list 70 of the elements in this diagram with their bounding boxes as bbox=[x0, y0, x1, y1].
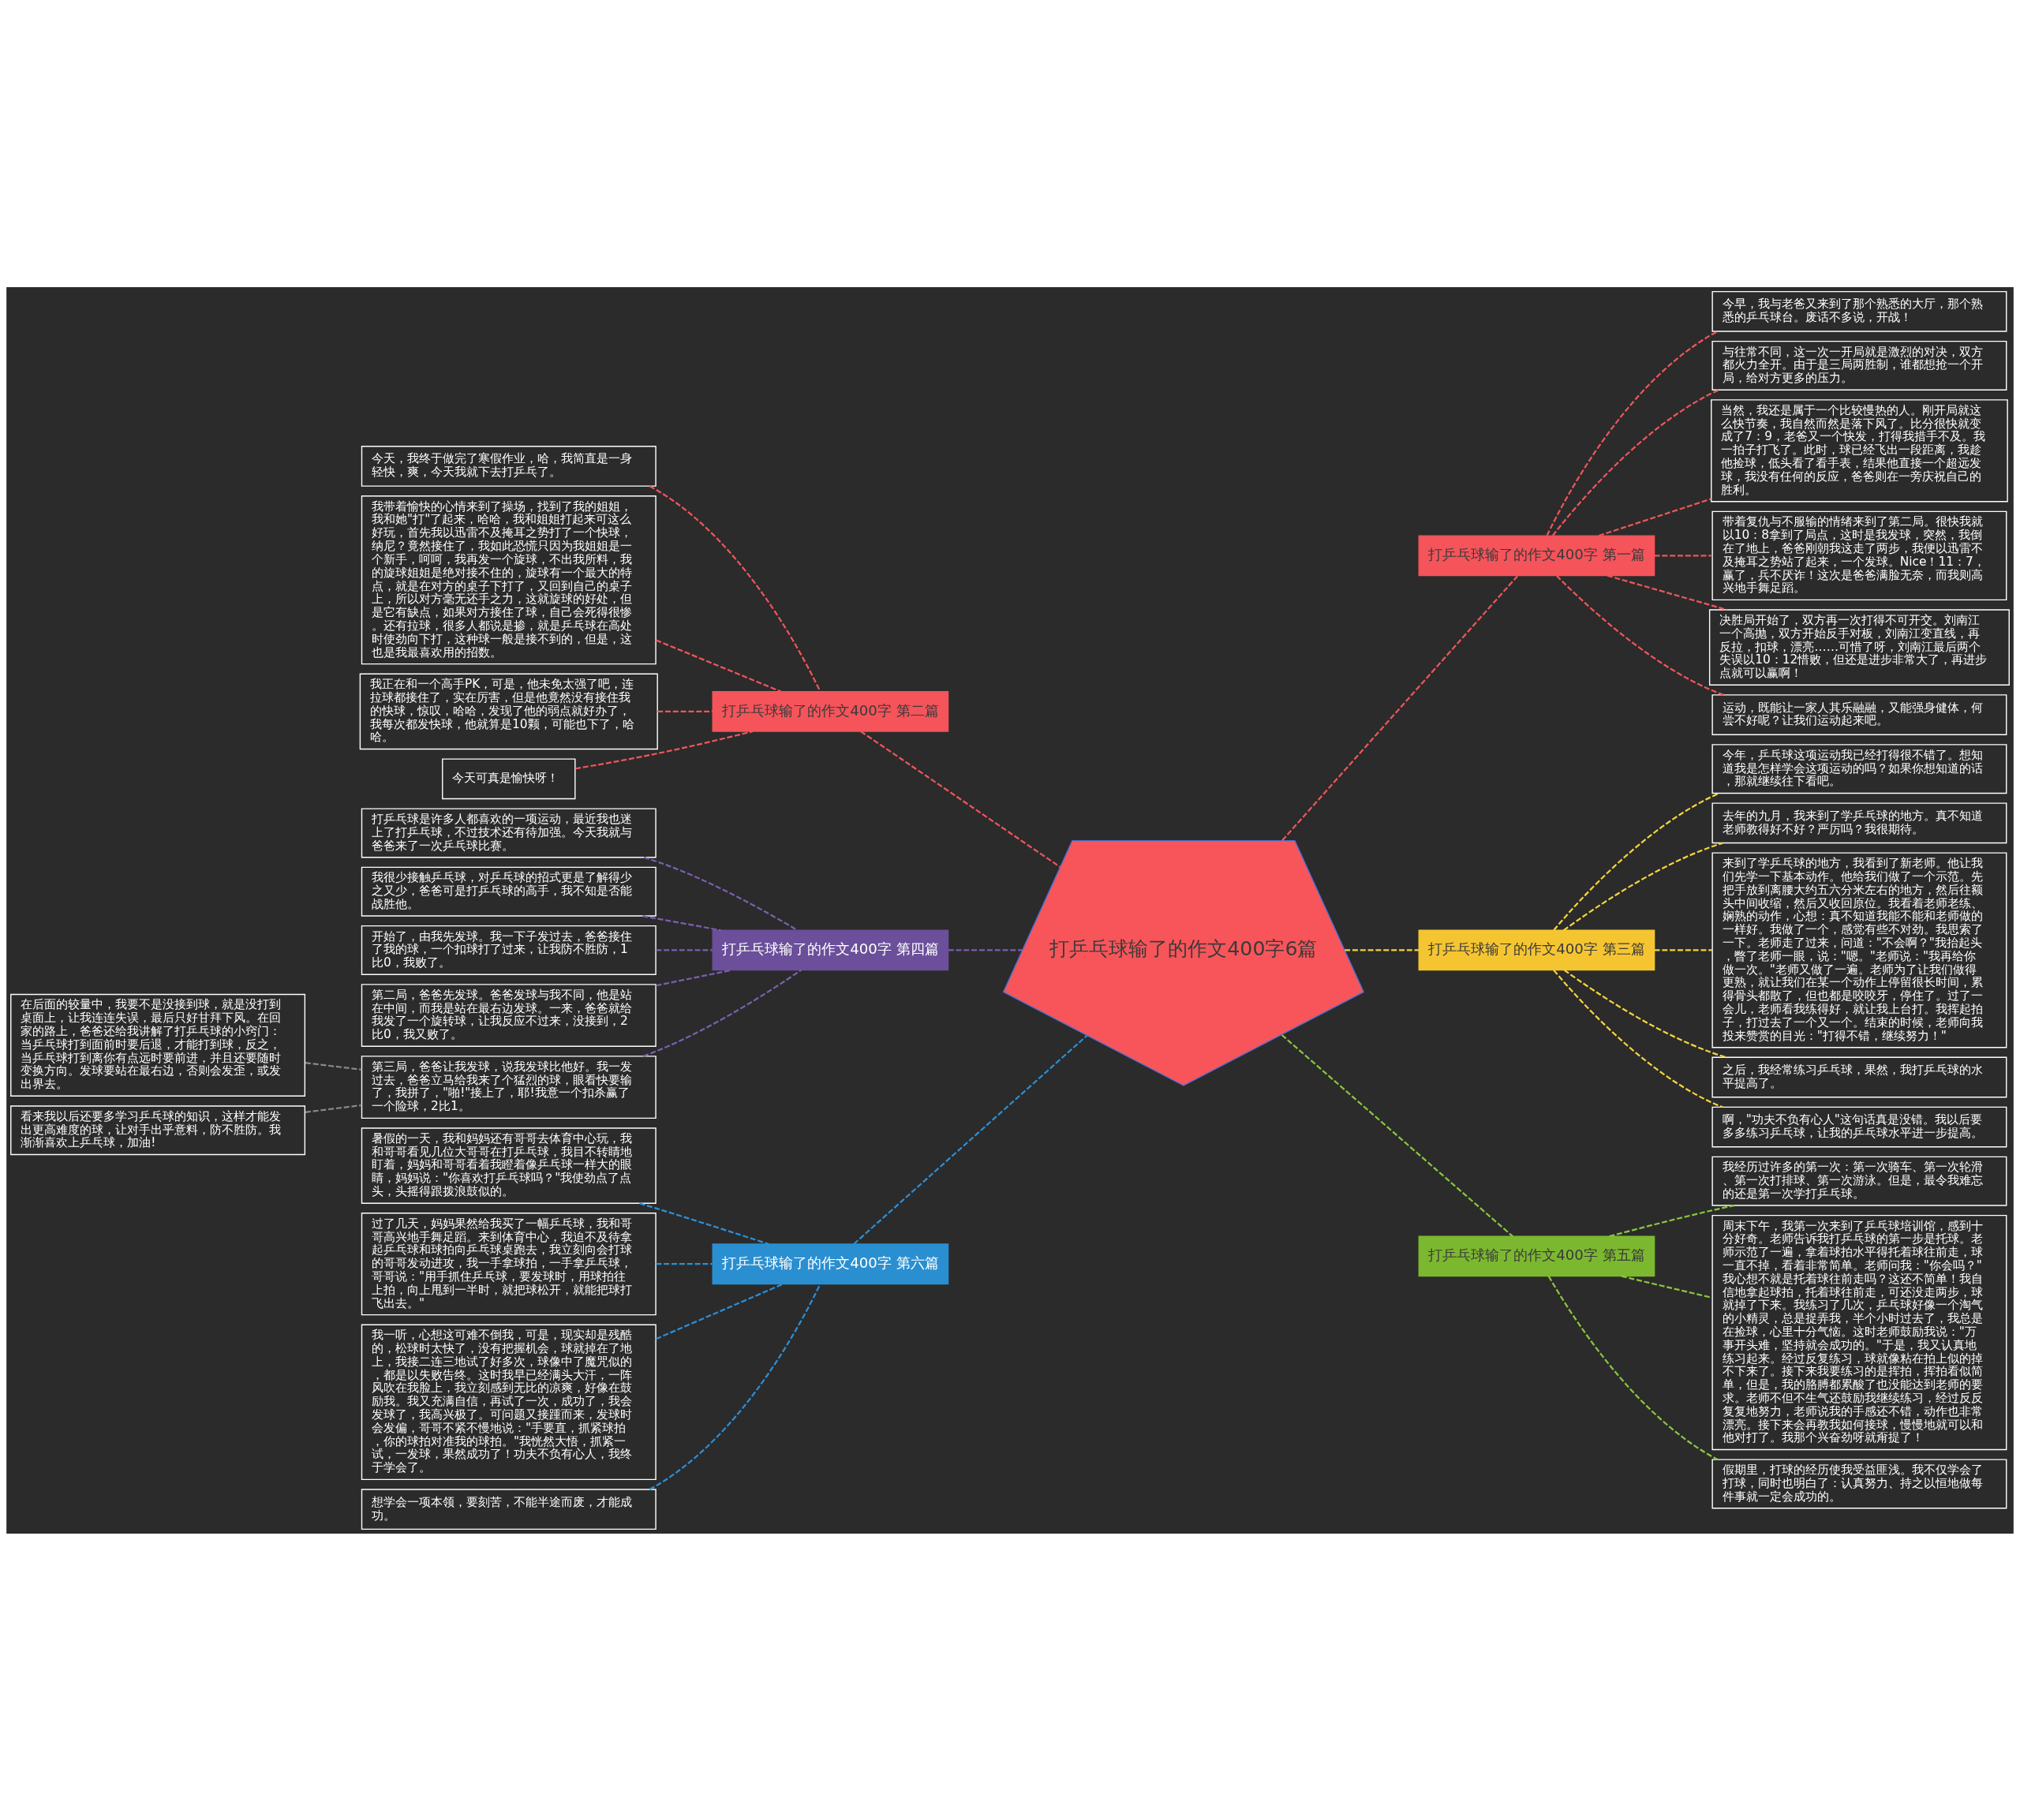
node-box: 打乒乓球输了的作文400字 第四篇 bbox=[712, 929, 949, 970]
node-box: 今天可真是愉快呀！ bbox=[442, 757, 576, 799]
node-box: 看来我以后还要多学习乒乓球的知识，这样才能发出更高难度的球，让对手出乎意料，防不胜防。我渐渐喜欢上乒乓球，加油! bbox=[10, 1104, 306, 1155]
connector bbox=[656, 1262, 713, 1265]
connector bbox=[657, 710, 713, 712]
connector bbox=[1556, 574, 1724, 696]
node-box: 打乒乓球输了的作文400字 第二篇 bbox=[712, 690, 949, 732]
connector bbox=[948, 948, 1023, 951]
connector bbox=[649, 1283, 821, 1490]
connector bbox=[656, 948, 713, 951]
node-box: 带着复仇与不服输的情绪来到了第二局。很快我就以10：8拿到了局点，这时是我发球，突然，我倒在了地上，爸爸刚朝我这走了两步，我便以迅雷不及掩耳之势站了起来，一个发球。Nice！11：7，赢了，兵不厌诈！这次是爸爸满脸无奈，而我则高兴地手舞足蹈。 bbox=[1711, 510, 2007, 600]
node-box: 决胜局开始了，双方再一次打得不可开交。刘南江一个高抛，双方开始反手对板，刘南江变直线，再反拉，扣球，漂亮……可惜了呀，刘南江最后两个失误以10：12惜败，但还是进步非常大了，再进步点就可以赢啊！ bbox=[1708, 608, 2010, 686]
node-box: 我带着愉快的心情来到了操场，找到了我的姐姐，我和她"打"了起来，哈哈，我和姐姐打起来可这么好玩，首先我以迅雷不及掩耳之势打了一个快球，纳尼？竟然接住了，我如此恐慌只因为我姐姐是一个新手，呵呵，我再发一个旋球，不出我所料，我的旋球姐姐是绝对接不住的，旋球有一个最大的特点，就是在对方的桌子下打了，又回到自己的桌子上，所以对方毫无还手之力，这就旋球的好处，但是它有缺点，如果对方接住了球，自己会死得很惨。还有拉球，很多人都说是掺，就是乒乓球在高处时使劲向下打，这种球一般是接不到的，但是，这也是我最喜欢用的招数。 bbox=[361, 495, 656, 664]
node-box: 打乒乓球输了的作文400字 第一篇 bbox=[1418, 534, 1655, 576]
connector bbox=[1345, 948, 1419, 951]
node-box: 我经历过许多的第一次：第一次骑车、第一次轮滑、第一次打排球、第一次游泳。但是，最令我难忘的还是第一次学打乒乓球。 bbox=[1711, 1156, 2007, 1206]
connector bbox=[1551, 388, 1719, 536]
node-box: 今天，我终于做完了寒假作业，哈，我简直是一身轻快，爽，今天我就下去打乒乓了。 bbox=[361, 445, 656, 487]
connector bbox=[1553, 969, 1723, 1108]
connector bbox=[1654, 948, 1712, 951]
node-box: 啊，"功夫不负有心人"这句话真是没错。我以后要多多练习乒乓球，让我的乒乓球水平进一步提高。 bbox=[1711, 1106, 2007, 1147]
connector bbox=[642, 914, 721, 931]
connector bbox=[1654, 554, 1712, 556]
connector bbox=[1609, 1204, 1734, 1237]
connector bbox=[656, 969, 732, 986]
connector bbox=[1553, 792, 1719, 931]
connector bbox=[1598, 497, 1711, 536]
node-box: 开始了，由我先发球。我一下子发过去，爸爸接住了我的球，一个扣球打了过来，让我防不胜防，1比0，我败了。 bbox=[361, 925, 656, 975]
connector bbox=[1546, 330, 1719, 536]
node-box: 去年的九月，我来到了学乒乓球的地方。真不知道老师教得好不好？严厉吗？我很期待。 bbox=[1711, 802, 2007, 843]
node-box: 运动，既能让一家人其乐融融，又能强身健体，何尝不好呢？让我们运动起来吧。 bbox=[1711, 693, 2007, 735]
node-box: 打乒乓球输了的作文400字 第三篇 bbox=[1418, 929, 1655, 970]
connector bbox=[1607, 574, 1727, 611]
connector bbox=[1281, 1033, 1513, 1237]
connector bbox=[1547, 1275, 1719, 1460]
connector bbox=[639, 1201, 769, 1245]
connector bbox=[305, 1104, 362, 1113]
connector bbox=[643, 856, 798, 931]
connector bbox=[642, 969, 802, 1057]
node-box: 当然，我还是属于一个比较慢热的人。刚开局就这么快节奏，我自然而然是落下风了。比分很快就变成了7：9，老爸又一个快发，打得我措手不及。我一拍子打飞了。此时，球已经飞出一段距离，我趁他捡球，低头看了看手表，结果他直接一个超远发球，我没有任何的反应，爸爸则在一旁庆祝自己的胜利。 bbox=[1711, 398, 2008, 502]
node-box: 想学会一项本领，要刻苦，不能半途而废，才能成功。 bbox=[361, 1488, 656, 1530]
node-box: 暑假的一天，我和妈妈还有哥哥去体育中心玩，我和哥哥看见几位大哥哥在打乒乓球，我目不转睛地盯着，妈妈和哥哥看着我瞪着像乒乓球一样大的眼睛，妈妈说："你喜欢打乒乓球吗？"我使劲点了点头，头摇得跟拨浪鼓似的。 bbox=[361, 1127, 656, 1204]
connector bbox=[1563, 842, 1723, 931]
node-box: 打乒乓球是许多人都喜欢的一项运动，最近我也迷上了打乒乓球，不过技术还有待加强。今天我就与爸爸来了一次乒乓球比赛。 bbox=[361, 807, 656, 858]
node-box: 我一听，心想这可难不倒我，可是，现实却是残酷的，松球时太快了，没有把握机会，球就掉在了地上，我接二连三地试了好多次，球像中了魔咒似的，都是以失败告终。这时我早已经满头大汗，一阵风吹在我脸上，我立刻感到无比的凉爽，好像在鼓励我。我又充满自信，再试了一次，成功了，我会发球了，我高兴极了。可问题又接踵而来，发球时会发偏，哥哥不紧不慢地说："手要直，抓紧球拍，你的球拍对准我的球拍。"我恍然大悟，抓紧一试，一发球，果然成功了！功夫不负有心人，我终于学会了。 bbox=[361, 1324, 656, 1480]
node-box: 今早，我与老爸又来到了那个熟悉的大厅，那个熟悉的乒乓球台。废话不多说，开战！ bbox=[1711, 290, 2007, 332]
connector bbox=[305, 1061, 362, 1071]
node-box: 第二局，爸爸先发球。爸爸发球与我不同，他是站在中间，而我是站在最右边发球。一来，爸爸就给我发了一个旋转球，让我反应不过来，没接到，2比0，我又败了。 bbox=[361, 983, 656, 1047]
node-box: 我正在和一个高手PK，可是，他未免太强了吧，连拉球都接住了，实在厉害，但是他竟然没有接住我的快球，惊叹，哈哈，发现了他的弱点就好办了，我每次都发快球，他就算是10颗，可能也下了，哈哈。 bbox=[359, 673, 658, 749]
node-box: 在后面的较量中，我要不是没接到球，就是没打到桌面上，让我连连失误，最后只好甘拜下风。在回家的路上，爸爸还给我讲解了打乒乓球的小窍门：当乒乓球打到面前时要后退，才能打到球，反之，当乒乓球打到离你有点远时要前进，并且还要随时变换方向。发球要站在最右边，否则会发歪，或发出界去。 bbox=[10, 993, 306, 1097]
connector bbox=[860, 730, 1061, 868]
node-box: 周末下午，我第一次来到了乒乓球培训馆，感到十分好奇。老师告诉我打乒乓球的第一步是托球。老师示范了一遍，拿着球拍水平得托着球往前走，球一直不掉，看着非常简单。老师问我："你会吗？"我心想不就是托着球往前走吗？这还不简单！我自信地拿起球拍，托着球往前走，可还没走两步，球就掉了下来。我练习了几次，乒乓球好像一个淘气的小精灵，总是捉弄我，半个小时过去了，我总是在捡球，心里十分气恼。这时老师鼓励我说："万事开头难，坚持就会成功的。"于是，我又认真地练习起来。经过反复练习，球就像粘在拍上似的掉不下来了。接下来我要练习的是挥拍，挥拍看似简单，但是，我的胳膊都累酸了也没能达到老师的要求。老师不但不生气还鼓励我继续练习，经过反反复复地努力，老师说我的手感还不错，动作也非常漂亮。接下来会再教我如何接球，慢慢地就可以和他对打了。我那个兴奋劲呀就甭提了！ bbox=[1711, 1214, 2007, 1450]
connector bbox=[575, 730, 753, 769]
node-box: 我很少接触乒乓球，对乒乓球的招式更是了解得少之又少，爸爸可是打乒乓球的高手，我不知是否能战胜他。 bbox=[361, 866, 656, 917]
node-box: 过了几天，妈妈果然给我买了一幅乒乓球，我和哥哥高兴地手舞足蹈。来到体育中心，我迫不及待拿起乒乓球和球拍向乒乓球桌跑去，我立刻向会打球的哥哥发动进攻，我一手拿球拍，一手拿乒乓球，哥哥说："用手抓住乒乓球，要发球时，用球拍往上拍，向上甩到一半时，就把球松开，就能把球打飞出去。" bbox=[361, 1212, 656, 1315]
connector bbox=[1281, 574, 1519, 841]
connector bbox=[656, 638, 782, 693]
node-box: 打乒乓球输了的作文400字 第六篇 bbox=[712, 1243, 949, 1284]
connector bbox=[853, 1034, 1088, 1245]
node-box: 来到了学乒乓球的地方，我看到了新老师。他让我们先学一下基本动作。他给我们做了一个示范。先把手放到离腰大约五六分米左右的地方，然后往额头中间收缩，然后又收回原位。我看着老师老练、娴熟的动作，心想：真不知道我能不能和老师做的一样好。我做了一个，感觉有些不对劲。我思索了一下。老师走了过来，问道："不会啊？"我抬起头，瞥了老师一眼，说："嗯。"老师说："我再给你做一次。"老师又做了一遍。老师为了让我们做得更熟，就让我们在某一个动作上停留很长时间，累得骨头都散了，但也都是咬咬牙，停住了。过了一会儿，老师看我练得好，就让我上台打。我挥起拍子，打过去了一个又一个。结束的时候，老师向我投来赞赏的目光："打得不错，继续努力！" bbox=[1711, 851, 2007, 1048]
connector bbox=[1564, 969, 1727, 1058]
node-box: 与往常不同，这一次一开局就是激烈的对决，双方都火力全开。由于是三局两胜制，谁都想抢一个开局，给对方更多的压力。 bbox=[1711, 340, 2007, 391]
connector bbox=[1621, 1275, 1713, 1299]
connector bbox=[655, 1283, 784, 1340]
node-box: 今年，乒乓球这项运动我已经打得很不错了。想知道我是怎样学会这项运动的吗？如果你想知道的话，那就继续往下看吧。 bbox=[1711, 743, 2007, 794]
node-box: 第三局，爸爸让我发球，说我发球比他好。我一发过去，爸爸立马给我来了个猛烈的球，眼看快要输了，我拼了，"啪!"接上了，耶!我意一个扣杀赢了一个险球，2比1。 bbox=[361, 1055, 656, 1119]
node-box: 假期里，打球的经历使我受益匪浅。我不仅学会了打球，同时也明白了：认真努力、持之以恒地做每件事就一定会成功的。 bbox=[1711, 1458, 2007, 1508]
node-box: 打乒乓球输了的作文400字 第五篇 bbox=[1418, 1235, 1655, 1276]
node-box: 之后，我经常练习乒乓球，果然，我打乒乓球的水平提高了。 bbox=[1711, 1056, 2007, 1097]
connector bbox=[649, 484, 821, 692]
